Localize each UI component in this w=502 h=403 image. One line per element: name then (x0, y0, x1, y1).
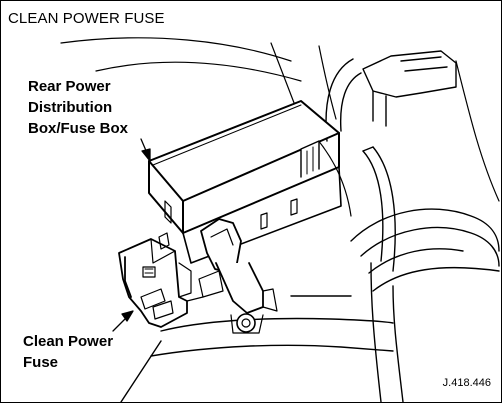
rear-power-distribution-box (149, 101, 341, 333)
figure-reference: J.418.446 (442, 377, 491, 389)
callout-clean-power-fuse: Clean Power Fuse (23, 333, 114, 371)
callout-rear-power-distribution-box: Rear Power Distribution Box/Fuse Box (28, 78, 129, 137)
leader-arrows (113, 139, 150, 331)
wiring-harness-right (326, 51, 456, 271)
diagram-title: CLEAN POWER FUSE (8, 10, 165, 27)
floor-trim (121, 209, 499, 402)
clean-power-fuse-holder (119, 233, 203, 327)
